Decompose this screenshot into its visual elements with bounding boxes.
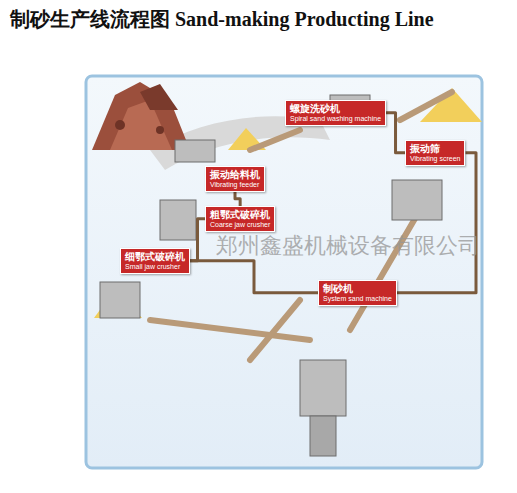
watermark: 郑州鑫盛机械设备有限公司 (216, 231, 480, 261)
machine-tag: 振动筛Vibrating screen (405, 140, 465, 166)
machine-name-en: Spiral sand washing machine (290, 115, 381, 123)
conveyor-link (190, 261, 318, 293)
machine-tag: 制砂机System sand machine (318, 280, 397, 306)
machine-name: 振动给料机 (210, 169, 260, 181)
machine-tag: 螺旋洗砂机Spiral sand washing machine (285, 100, 386, 126)
machine-name: 细鄂式破碎机 (125, 251, 185, 263)
machine-name-en: Coarse jaw crusher (210, 221, 270, 229)
machine-tag: 细鄂式破碎机Small jaw crusher (120, 248, 190, 274)
machine-name: 振动筛 (410, 143, 460, 155)
conveyor-link (386, 113, 405, 153)
conveyor-link (235, 192, 240, 206)
machine-name-en: Small jaw crusher (125, 263, 185, 271)
machine-name: 粗鄂式破碎机 (210, 209, 270, 221)
conveyor-link (397, 153, 476, 293)
sand-pile (94, 88, 482, 318)
machine-tag: 粗鄂式破碎机Coarse jaw crusher (205, 206, 275, 232)
machine-name-en: Vibrating feeder (210, 181, 260, 189)
machine (100, 95, 442, 456)
title: 制砂生产线流程图 Sand-making Producting Line (10, 6, 434, 33)
conveyor-link (190, 219, 205, 261)
machine-name-en: System sand machine (323, 295, 392, 303)
machine-name-en: Vibrating screen (410, 155, 460, 163)
machine-name: 制砂机 (323, 283, 392, 295)
machine-tag: 振动给料机Vibrating feeder (205, 166, 265, 192)
frame (86, 76, 482, 468)
conveyor (150, 92, 452, 360)
machine-name: 螺旋洗砂机 (290, 103, 381, 115)
